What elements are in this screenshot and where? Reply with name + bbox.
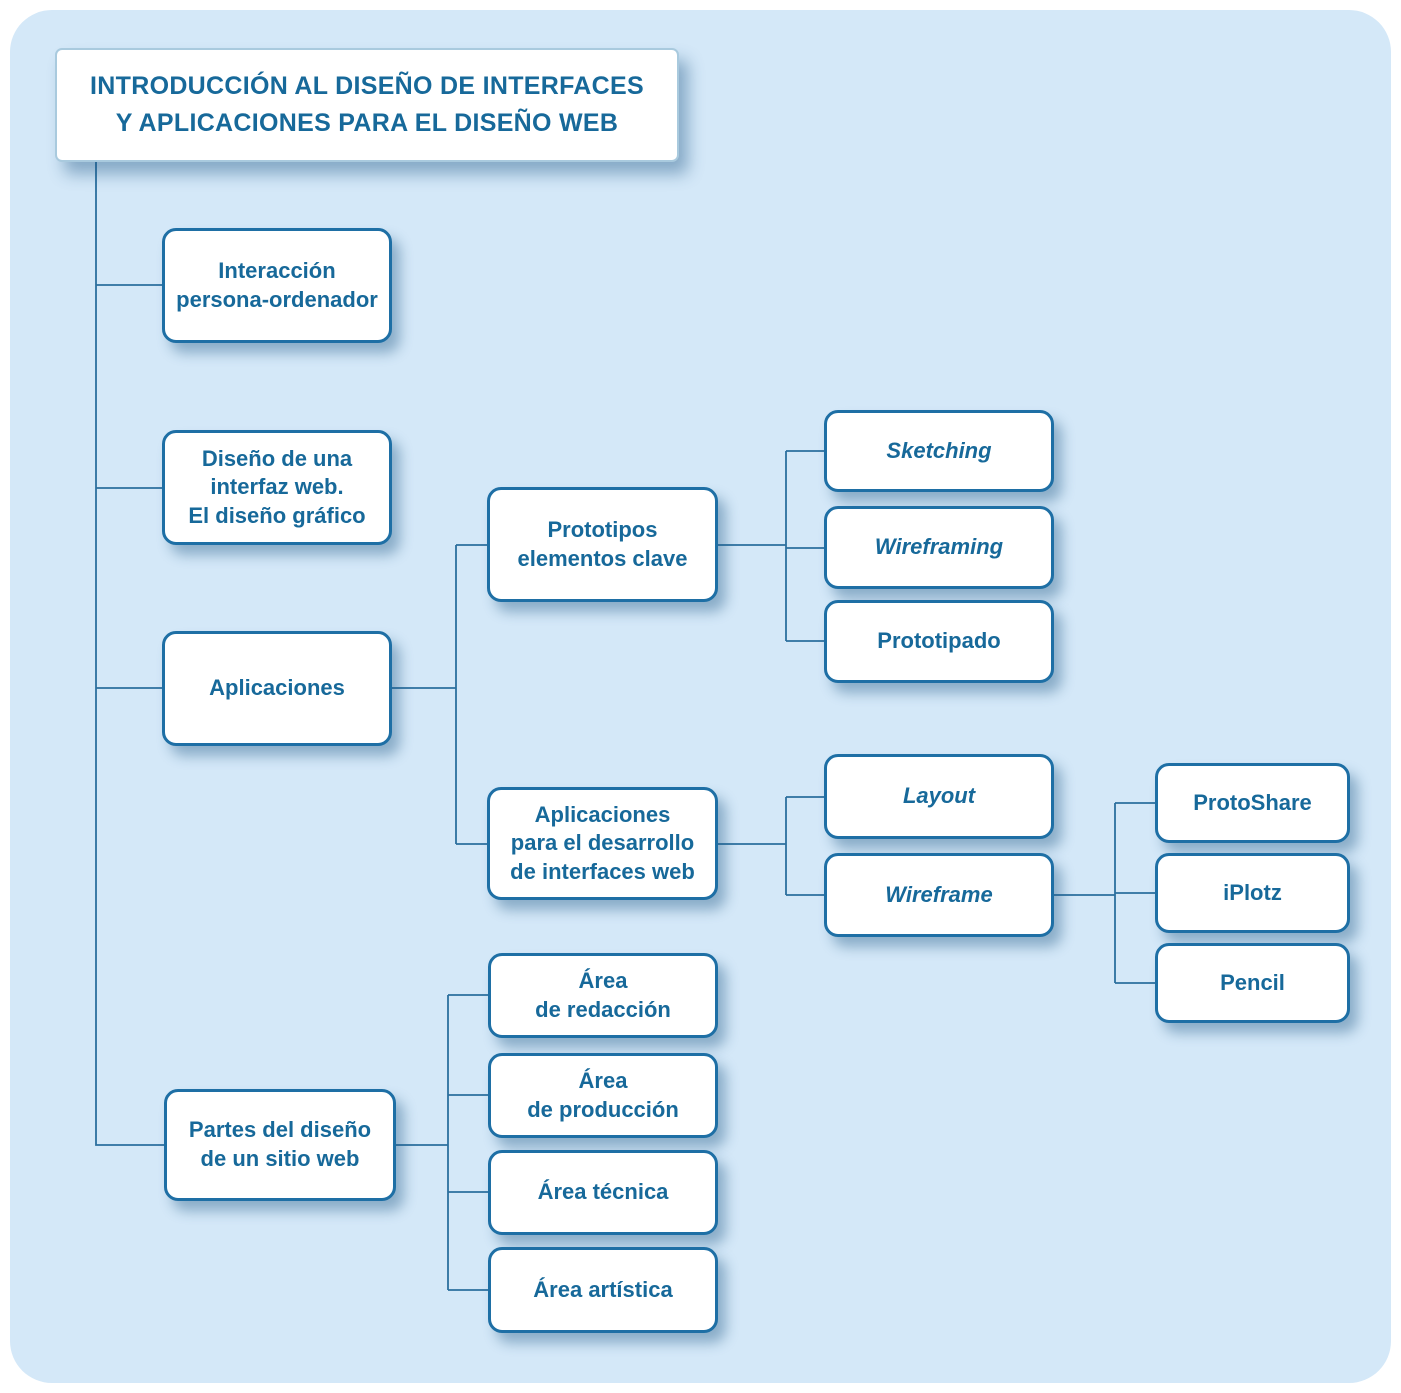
- node-area-produccion: Área de producción: [488, 1053, 718, 1138]
- node-protoshare: ProtoShare: [1155, 763, 1350, 843]
- node-prototipos-elementos-clave: Prototipos elementos clave: [487, 487, 718, 602]
- node-area-artistica: Área artística: [488, 1247, 718, 1333]
- node-pencil: Pencil: [1155, 943, 1350, 1023]
- node-wireframe: Wireframe: [824, 853, 1054, 937]
- node-prototipado: Prototipado: [824, 600, 1054, 683]
- node-area-tecnica: Área técnica: [488, 1150, 718, 1235]
- diagram-title: INTRODUCCIÓN AL DISEÑO DE INTERFACES Y A…: [55, 48, 679, 162]
- node-partes-diseno-sitio-web: Partes del diseño de un sitio web: [164, 1089, 396, 1201]
- node-diseno-interfaz-web: Diseño de una interfaz web. El diseño gr…: [162, 430, 392, 545]
- node-sketching: Sketching: [824, 410, 1054, 492]
- node-layout: Layout: [824, 754, 1054, 839]
- node-interaccion-persona-ordenador: Interacción persona-ordenador: [162, 228, 392, 343]
- node-aplicaciones-desarrollo-interfaces: Aplicaciones para el desarrollo de inter…: [487, 787, 718, 900]
- node-wireframing: Wireframing: [824, 506, 1054, 589]
- node-aplicaciones: Aplicaciones: [162, 631, 392, 746]
- node-iplotz: iPlotz: [1155, 853, 1350, 933]
- node-area-redaccion: Área de redacción: [488, 953, 718, 1038]
